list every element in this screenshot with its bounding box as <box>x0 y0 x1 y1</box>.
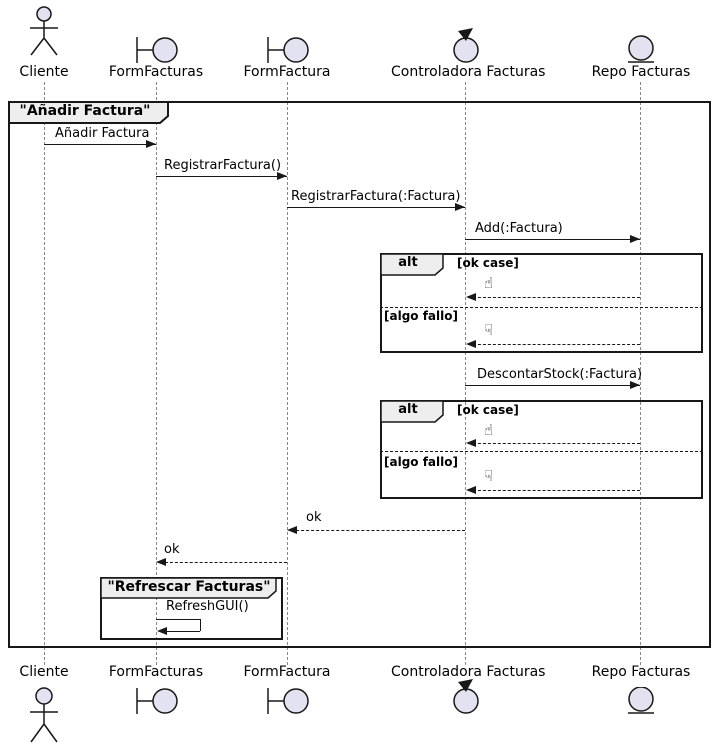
alt1-guard-ok: [ok case] <box>457 256 519 270</box>
boundary-icon <box>136 688 178 714</box>
arrowhead-right-icon <box>630 235 640 243</box>
boundary-icon <box>267 37 309 63</box>
arrowhead-right-icon <box>277 172 287 180</box>
message-anadir-factura: Añadir Factura <box>55 126 150 141</box>
self-message-line <box>156 619 200 620</box>
self-message-line <box>200 619 201 631</box>
message-descontar-stock: DescontarStock(:Factura) <box>477 367 643 382</box>
frame-title-pentagon <box>8 101 169 124</box>
actor-icon <box>30 6 58 56</box>
alt-divider <box>380 307 703 308</box>
arrowhead-left-icon <box>287 526 297 534</box>
entity-icon <box>628 687 654 714</box>
participant-label-form-factura: FormFactura <box>243 64 331 80</box>
alt-operator-label: alt <box>398 255 418 270</box>
alt-fragment-2 <box>380 400 703 499</box>
return-ok-to-form-facturas: ok <box>164 542 180 557</box>
alt-divider <box>380 451 703 452</box>
message-line <box>465 239 640 240</box>
alt-fragment-1 <box>380 253 703 353</box>
arrowhead-left-icon <box>466 293 476 301</box>
message-registrar-factura-param: RegistrarFactura(:Factura) <box>291 189 461 204</box>
participant-label-cliente: Cliente <box>19 64 69 80</box>
arrowhead-left-icon <box>466 340 476 348</box>
boundary-icon <box>267 688 309 714</box>
actor-icon <box>30 687 58 743</box>
alt-operator-label: alt <box>398 402 418 417</box>
arrowhead-left-icon <box>157 627 167 635</box>
arrowhead-right-icon <box>630 381 640 389</box>
participant-label-cliente-bottom: Cliente <box>19 664 69 680</box>
boundary-icon <box>136 37 178 63</box>
return-line <box>468 297 640 298</box>
arrowhead-left-icon <box>156 558 166 566</box>
message-line <box>465 385 640 386</box>
alt2-guard-ok: [ok case] <box>457 403 519 417</box>
return-line <box>468 344 640 345</box>
participant-label-controladora-bottom: Controladora Facturas <box>391 664 546 680</box>
lifeline-cliente <box>44 82 45 665</box>
alt-operator-pentagon <box>380 253 444 276</box>
lifeline-form-facturas <box>156 82 157 665</box>
participant-label-form-facturas-bottom: FormFacturas <box>108 664 204 680</box>
arrowhead-left-icon <box>466 486 476 494</box>
alt1-guard-fail: [algo fallo] <box>384 309 458 323</box>
participant-label-repo: Repo Facturas <box>591 64 691 80</box>
arrowhead-left-icon <box>466 439 476 447</box>
thumbs-up-icon: ☝ <box>484 421 494 439</box>
thumbs-down-icon: ☟ <box>484 467 494 485</box>
group-title: "Refrescar Facturas" <box>107 579 271 595</box>
group-title-pentagon <box>100 577 277 599</box>
control-icon <box>453 28 479 63</box>
self-message-line <box>167 631 200 632</box>
message-add-factura: Add(:Factura) <box>475 221 563 236</box>
arrowhead-right-icon <box>146 140 156 148</box>
return-line <box>160 562 287 563</box>
control-icon <box>453 679 479 714</box>
message-line <box>156 176 287 177</box>
return-ok-to-form-factura: ok <box>306 510 322 525</box>
frame-title: "Añadir Factura" <box>19 103 151 119</box>
lifeline-repo <box>640 82 641 665</box>
message-refresh-gui: RefreshGUI() <box>166 599 249 614</box>
lifeline-controladora <box>465 82 466 665</box>
thumbs-down-icon: ☟ <box>484 321 494 339</box>
frame-anadir-factura <box>8 101 711 648</box>
participant-label-controladora: Controladora Facturas <box>391 64 546 80</box>
message-registrar-factura: RegistrarFactura() <box>164 158 282 173</box>
message-line <box>287 207 465 208</box>
entity-icon <box>628 35 654 63</box>
return-line <box>291 530 465 531</box>
message-line <box>44 144 156 145</box>
participant-label-form-facturas: FormFacturas <box>108 64 204 80</box>
alt2-guard-fail: [algo fallo] <box>384 455 458 469</box>
thumbs-up-icon: ☝ <box>484 274 494 292</box>
lifeline-form-factura <box>287 82 288 665</box>
participant-label-form-factura-bottom: FormFactura <box>243 664 331 680</box>
return-line <box>468 490 640 491</box>
participant-label-repo-bottom: Repo Facturas <box>591 664 691 680</box>
return-line <box>468 443 640 444</box>
arrowhead-right-icon <box>455 203 465 211</box>
alt-operator-pentagon <box>380 400 444 423</box>
